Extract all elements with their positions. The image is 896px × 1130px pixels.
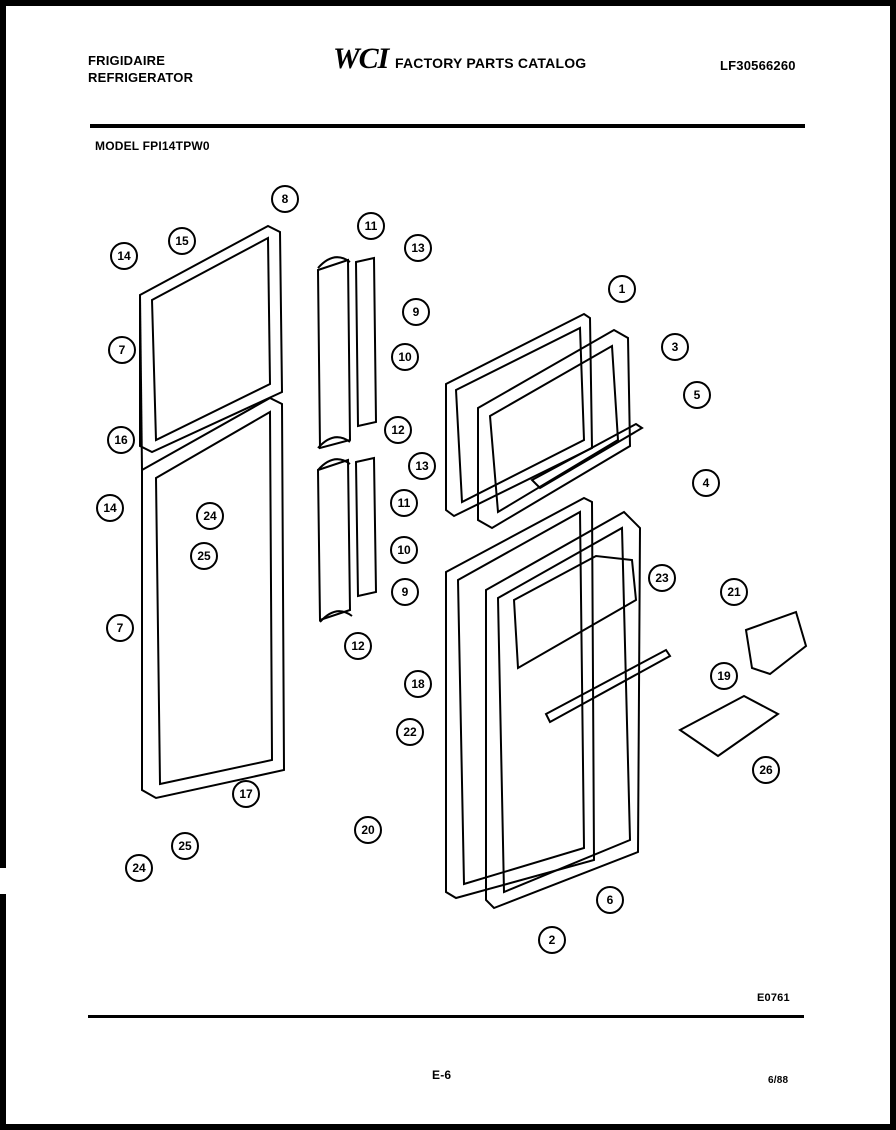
callout-label-18: 18 — [411, 677, 425, 691]
callout-8 — [271, 185, 299, 213]
callout-label-23: 23 — [655, 571, 669, 585]
fresh-food-door-liner — [141, 396, 286, 800]
callout-label-8: 8 — [282, 192, 289, 206]
callout-label-22: 22 — [403, 725, 417, 739]
callout-label-7: 7 — [119, 343, 126, 357]
revision-date: 6/88 — [768, 1075, 789, 1086]
catalog-title: FACTORY PARTS CATALOG — [395, 55, 587, 71]
callout-label-3: 3 — [672, 340, 679, 354]
callout-label-25: 25 — [178, 839, 192, 853]
callout-label-15: 15 — [175, 234, 189, 248]
callout-label-4: 4 — [703, 476, 710, 490]
callout-label-14: 14 — [117, 249, 131, 263]
page-number: E-6 — [432, 1068, 452, 1082]
callout-15 — [168, 227, 196, 255]
callout-1 — [608, 275, 636, 303]
callout-label-1: 1 — [619, 282, 626, 296]
scan-edge-mark — [0, 868, 6, 894]
callout-circles — [96, 185, 780, 954]
callout-label-7: 7 — [117, 621, 124, 635]
callout-label-13: 13 — [415, 459, 429, 473]
brand-name: FRIGIDAIRE — [88, 53, 166, 68]
callout-label-2: 2 — [549, 933, 556, 947]
callout-11 — [390, 489, 418, 517]
callout-10 — [390, 536, 418, 564]
callout-label-9: 9 — [402, 585, 409, 599]
callout-7 — [108, 336, 136, 364]
callout-label-25: 25 — [197, 549, 211, 563]
footer-rule — [88, 1015, 804, 1018]
callout-14 — [96, 494, 124, 522]
callout-25 — [171, 832, 199, 860]
callout-26 — [752, 756, 780, 784]
callout-label-9: 9 — [413, 305, 420, 319]
catalog-page — [6, 6, 890, 1124]
fresh-food-door-inner — [154, 410, 274, 786]
callout-label-13: 13 — [411, 241, 425, 255]
callout-label-17: 17 — [239, 787, 253, 801]
callout-label-10: 10 — [398, 350, 412, 364]
model-number: MODEL FPI14TPW0 — [95, 139, 210, 153]
diagram-code: E0761 — [757, 992, 790, 1004]
callout-label-16: 16 — [114, 433, 128, 447]
callout-label-5: 5 — [694, 388, 701, 402]
callout-20 — [354, 816, 382, 844]
callout-4 — [692, 469, 720, 497]
callout-9 — [391, 578, 419, 606]
header-rule — [90, 124, 805, 128]
catalog-part-number: LF30566260 — [720, 58, 796, 73]
callout-7 — [106, 614, 134, 642]
callout-numbers: 2677899101011111212131314141516171819202… — [103, 192, 773, 947]
callout-label-20: 20 — [361, 823, 375, 837]
callout-label-10: 10 — [397, 543, 411, 557]
callout-label-24: 24 — [203, 509, 217, 523]
callout-17 — [232, 780, 260, 808]
callout-16 — [107, 426, 135, 454]
callout-13 — [404, 234, 432, 262]
freezer-door-inner — [150, 236, 272, 442]
callout-21 — [720, 578, 748, 606]
callout-14 — [110, 242, 138, 270]
callout-2 — [538, 926, 566, 954]
callout-19 — [710, 662, 738, 690]
callout-3 — [661, 333, 689, 361]
callout-24 — [196, 502, 224, 530]
callout-11 — [357, 212, 385, 240]
callout-24 — [125, 854, 153, 882]
callout-label-11: 11 — [398, 496, 411, 510]
callout-12 — [344, 632, 372, 660]
callout-12 — [384, 416, 412, 444]
callout-9 — [402, 298, 430, 326]
callout-label-21: 21 — [727, 585, 741, 599]
callout-23 — [648, 564, 676, 592]
callout-label-19: 19 — [717, 669, 731, 683]
part-outlines — [139, 224, 808, 910]
callout-label-14: 14 — [103, 501, 117, 515]
callout-13 — [408, 452, 436, 480]
product-type: REFRIGERATOR — [88, 70, 194, 85]
callout-label-24: 24 — [132, 861, 146, 875]
callout-label-11: 11 — [365, 219, 378, 233]
callout-label-6: 6 — [607, 893, 614, 907]
callout-5 — [683, 381, 711, 409]
callout-6 — [596, 886, 624, 914]
callout-label-12: 12 — [351, 639, 365, 653]
callout-label-12: 12 — [391, 423, 405, 437]
callout-label-26: 26 — [759, 763, 773, 777]
freezer-door-liner — [139, 224, 284, 454]
callout-25 — [190, 542, 218, 570]
callout-18 — [404, 670, 432, 698]
callout-10 — [391, 343, 419, 371]
wci-logo: WCI — [333, 42, 389, 75]
callout-22 — [396, 718, 424, 746]
